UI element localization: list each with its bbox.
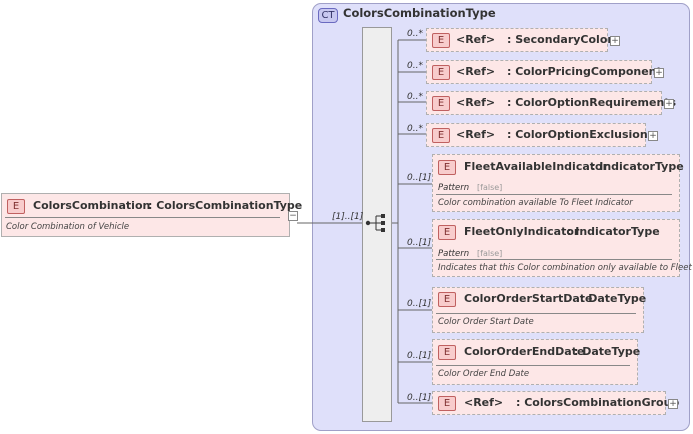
element-name: ColorOrderEndDate <box>464 345 585 358</box>
sequence-icon <box>365 214 385 232</box>
multiplicity: 0..[1] <box>407 299 432 309</box>
multiplicity: 0..[1] <box>407 238 432 248</box>
element-name: : SecondaryColor <box>507 33 613 46</box>
element-name: : ColorOptionRequirements <box>507 96 677 109</box>
element-name: FleetAvailableIndicator <box>464 160 608 173</box>
ref-label: <Ref> <box>456 96 496 109</box>
complex-type-badge: CT <box>318 8 338 23</box>
element-badge: E <box>432 33 450 48</box>
pattern-label: Pattern <box>438 183 470 193</box>
element-badge: E <box>438 396 456 411</box>
multiplicity: 0..[1] <box>407 393 432 403</box>
element-doc: Color Order Start Date <box>438 317 534 327</box>
multiplicity: 0..[1] <box>407 351 432 361</box>
element-badge: E <box>432 96 450 111</box>
element-type: : DateType <box>580 292 647 305</box>
ref-label: <Ref> <box>456 33 496 46</box>
collapse-icon[interactable]: − <box>288 211 298 221</box>
element-name: ColorOrderStartDate <box>464 292 593 305</box>
element-badge: E <box>432 65 450 80</box>
expand-icon[interactable]: + <box>654 68 664 78</box>
expand-icon[interactable]: + <box>610 36 620 46</box>
fixed-value: [false] <box>477 183 503 192</box>
child-element-fleet-only-indicator[interactable] <box>432 219 680 277</box>
root-element[interactable] <box>1 193 290 237</box>
divider <box>436 194 672 195</box>
element-badge: E <box>438 225 456 240</box>
child-element-fleet-available-indicator[interactable] <box>432 154 680 212</box>
child-element-color-pricing-component[interactable] <box>426 60 652 84</box>
root-element-badge: E <box>7 199 25 214</box>
child-element-color-order-end-date[interactable] <box>432 339 638 385</box>
ref-label: <Ref> <box>456 128 496 141</box>
element-name: FleetOnlyIndicator <box>464 225 580 238</box>
child-element-color-option-requirements[interactable] <box>426 91 662 115</box>
multiplicity: 0..* <box>407 29 423 39</box>
divider <box>436 313 636 314</box>
expand-icon[interactable]: + <box>648 131 658 141</box>
pattern-label: Pattern <box>438 249 470 259</box>
ref-label: <Ref> <box>456 65 496 78</box>
child-element-color-option-exclusions[interactable] <box>426 123 646 147</box>
fixed-value: [false] <box>477 249 503 258</box>
element-badge: E <box>438 292 456 307</box>
multiplicity: 0..[1] <box>407 173 432 183</box>
element-name: : ColorOptionExclusions <box>507 128 655 141</box>
multiplicity: 0..* <box>407 92 423 102</box>
expand-icon[interactable]: + <box>668 399 678 409</box>
element-type: : IndicatorType <box>567 225 660 238</box>
element-name: : ColorPricingComponent <box>507 65 662 78</box>
element-doc: Color Order End Date <box>438 369 530 379</box>
element-badge: E <box>438 345 456 360</box>
root-element-type: : ColorsCombinationType <box>148 199 303 212</box>
child-element-secondary-color[interactable] <box>426 28 608 52</box>
expand-icon[interactable]: + <box>664 99 674 109</box>
element-doc: Indicates that this Color combination on… <box>438 263 692 273</box>
element-type: : DateType <box>574 345 641 358</box>
child-element-colors-combination-group[interactable] <box>432 391 666 415</box>
element-badge: E <box>438 160 456 175</box>
ref-label: <Ref> <box>464 396 504 409</box>
element-badge: E <box>432 128 450 143</box>
element-doc: Color combination available To Fleet Ind… <box>438 198 633 208</box>
element-name: : ColorsCombinationGroup <box>516 396 680 409</box>
complex-type-title: ColorsCombinationType <box>343 6 496 20</box>
divider <box>436 259 672 260</box>
element-type: : IndicatorType <box>591 160 684 173</box>
root-element-name: ColorsCombination <box>33 199 151 212</box>
divider <box>436 365 630 366</box>
root-divider <box>5 217 280 218</box>
multiplicity: 0..* <box>407 124 423 134</box>
multiplicity: 0..* <box>407 61 423 71</box>
child-element-color-order-start-date[interactable] <box>432 287 644 333</box>
root-element-doc: Color Combination of Vehicle <box>6 222 130 232</box>
sequence-multiplicity: [1]..[1] <box>332 212 364 222</box>
